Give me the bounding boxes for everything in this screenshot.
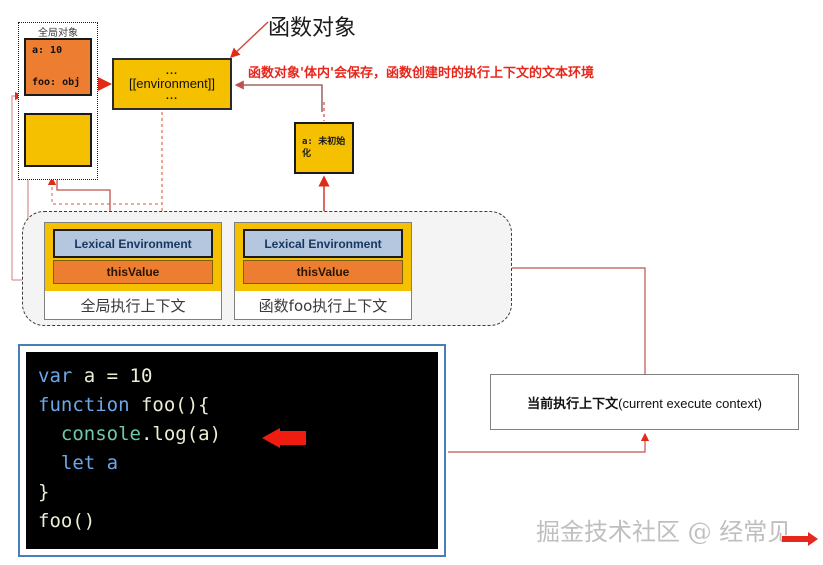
code-token [95, 452, 106, 474]
code-token: a = [72, 365, 130, 387]
code-line: var a = 10 [38, 362, 438, 391]
connector-code-to-current-context [448, 432, 650, 453]
code-pointer-arrow-icon [262, 428, 306, 448]
code-token [38, 423, 61, 445]
global-object-label: 全局对象 [38, 28, 78, 39]
code-line: console.log(a) [38, 420, 438, 449]
code-line: foo() [38, 507, 438, 536]
environment-slot-label: [[environment]] [129, 76, 215, 91]
watermark-text: 掘金技术社区 @ 经常见 [536, 518, 792, 546]
global-this-value: thisValue [53, 260, 213, 284]
code-token: let [60, 452, 96, 474]
global-execution-context-caption: 全局执行上下文 [44, 291, 222, 320]
current-execution-context-label-en: (current execute context) [618, 395, 762, 411]
code-token: var [38, 365, 73, 387]
code-line: } [38, 478, 438, 507]
code-token [38, 452, 61, 474]
global-property-a: a: 10 [32, 45, 63, 56]
current-execution-context-label-cn: 当前执行上下文 [527, 396, 619, 412]
global-scope-record-box [24, 113, 92, 167]
current-execution-context-text: 当前执行上下文(current execute context) [527, 393, 762, 412]
code-token: foo(){ [129, 394, 210, 416]
code-line: function foo(){ [38, 391, 438, 420]
code-token: 10 [129, 365, 153, 387]
code-token: a [106, 452, 119, 474]
environment-dots-bottom: ... [165, 90, 179, 102]
global-property-foo: foo: obj [32, 77, 81, 88]
foo-execution-context-caption: 函数foo执行上下文 [234, 291, 412, 320]
function-object-environment-box: ... [[environment]] ... [112, 58, 232, 110]
function-object-title: 函数对象 [268, 16, 357, 41]
connector-note-to-environment [234, 80, 323, 112]
code-token: } [38, 481, 50, 503]
environment-dots-top: ... [165, 65, 179, 77]
code-token: .log(a) [140, 423, 222, 445]
code-token: function [38, 394, 130, 416]
code-token: console [60, 423, 141, 445]
global-lexical-environment: Lexical Environment [53, 229, 213, 258]
function-object-note: 函数对象'体内'会保存，函数创建时的执行上下文的文本环境 [248, 66, 594, 81]
code-line: let a [38, 449, 438, 478]
uninitialized-binding-box: a: 未初始化 [294, 122, 354, 174]
connector-label-to-function-object [229, 21, 269, 58]
current-execution-context-box: 当前执行上下文(current execute context) [490, 374, 799, 430]
code-token: foo() [38, 510, 96, 532]
watermark-arrow-icon [782, 532, 818, 546]
foo-this-value: thisValue [243, 260, 403, 284]
global-object-properties: a: 10 foo: obj [24, 38, 92, 96]
foo-lexical-environment: Lexical Environment [243, 229, 403, 258]
